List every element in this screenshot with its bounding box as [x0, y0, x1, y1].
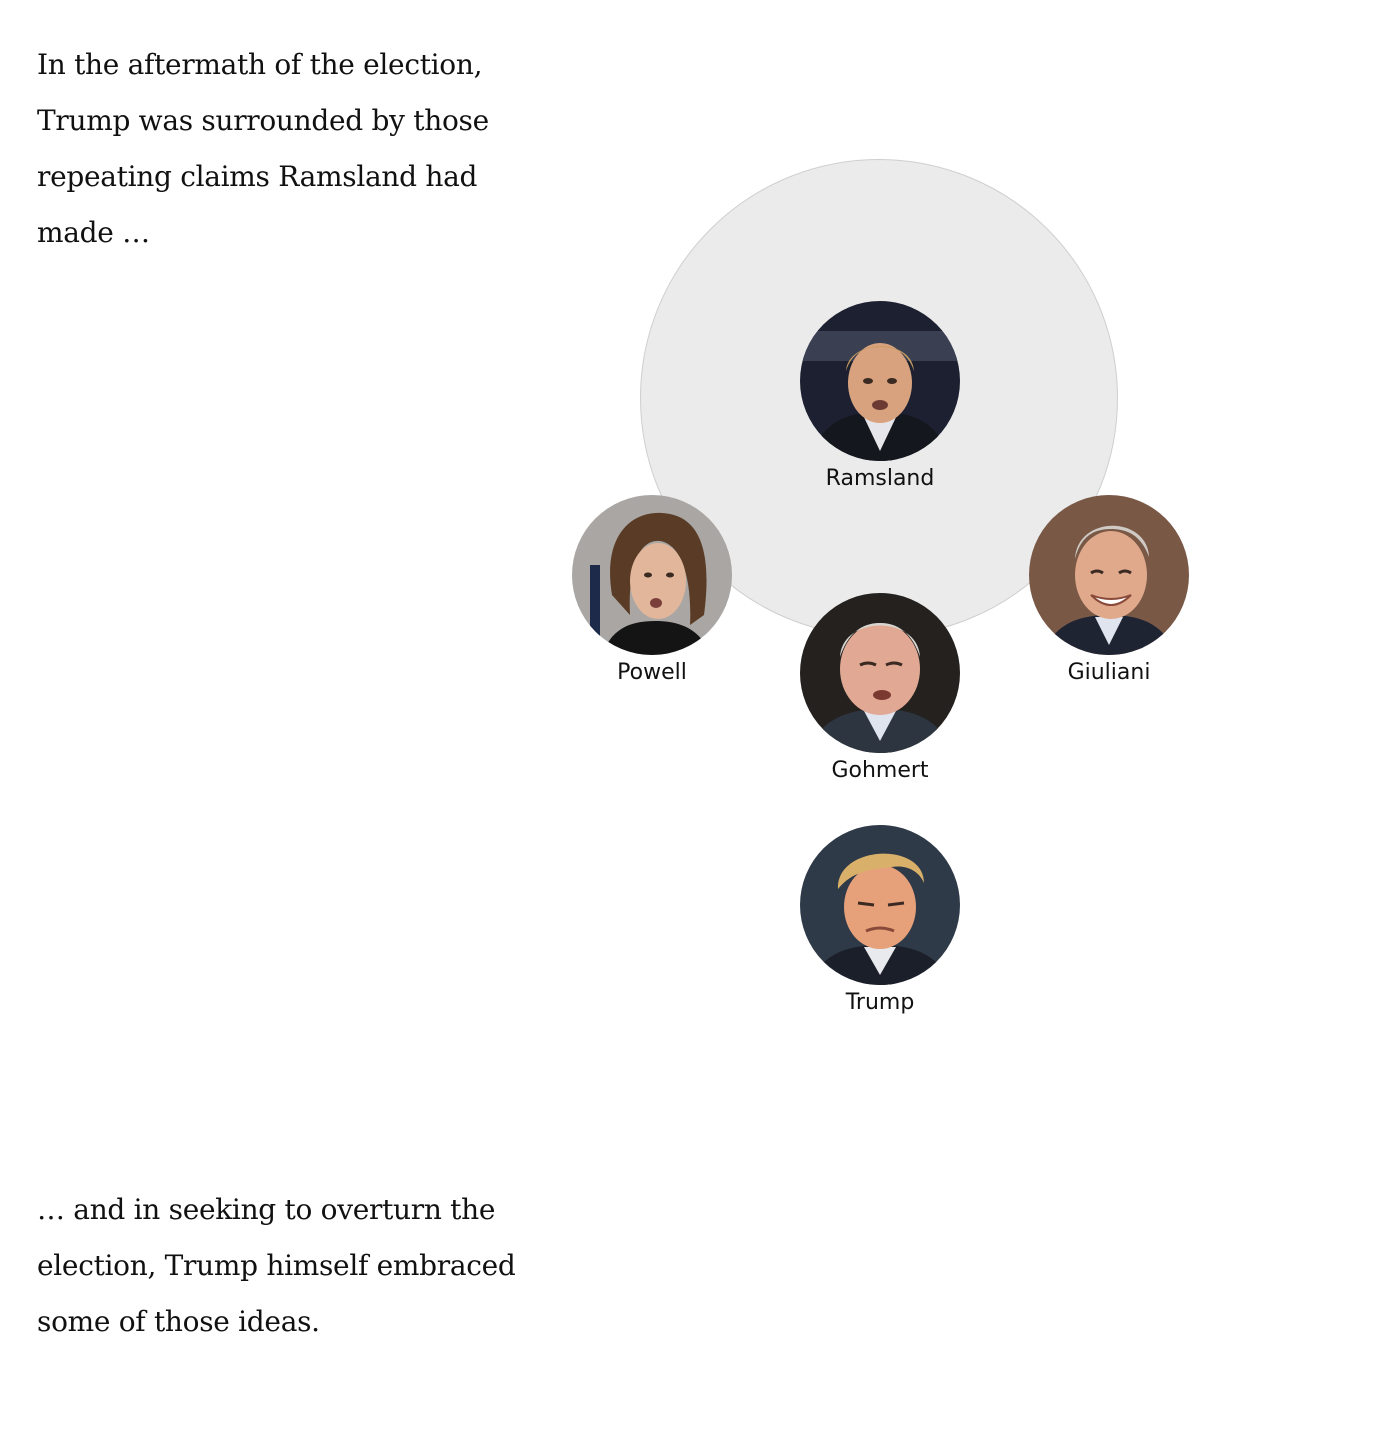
- intro-paragraph: In the aftermath of the election, Trump …: [37, 48, 489, 249]
- gohmert-label: Gohmert: [831, 758, 929, 783]
- powell-label: Powell: [617, 660, 687, 685]
- gohmert-portrait-icon: [800, 593, 960, 753]
- trump-label: Trump: [845, 990, 915, 1015]
- powell-portrait-icon: [572, 495, 732, 655]
- person-node-ramsland: Ramsland: [800, 301, 960, 493]
- ramsland-label: Ramsland: [825, 466, 935, 491]
- giuliani-label: Giuliani: [1067, 660, 1151, 685]
- trump-portrait-icon: [800, 825, 960, 985]
- person-node-powell: Powell: [572, 495, 732, 687]
- person-node-giuliani: Giuliani: [1029, 495, 1189, 687]
- person-node-gohmert: Gohmert: [800, 593, 960, 785]
- ramsland-portrait-icon: [800, 301, 960, 461]
- conclusion-paragraph: … and in seeking to overturn the electio…: [37, 1193, 516, 1338]
- person-node-trump: Trump: [800, 825, 960, 1017]
- giuliani-portrait-icon: [1029, 495, 1189, 655]
